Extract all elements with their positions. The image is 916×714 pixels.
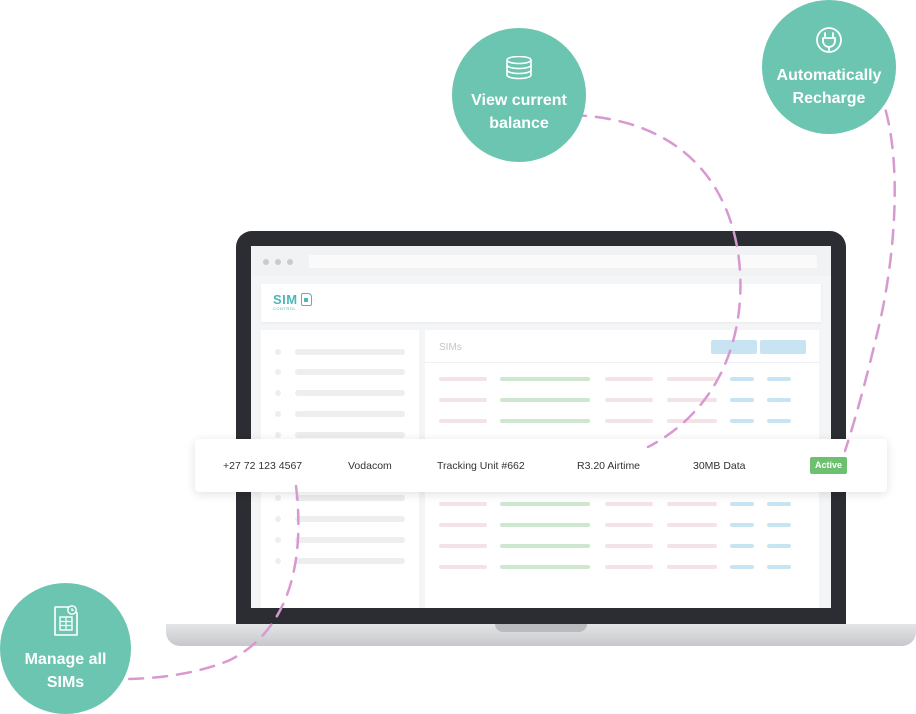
laptop-screen: SIM CONTROL SIMs bbox=[251, 246, 831, 608]
logo-subtext: CONTROL bbox=[273, 306, 297, 311]
sidebar-item-label bbox=[295, 516, 405, 522]
table-cell-placeholder bbox=[767, 502, 791, 506]
table-cell-placeholder bbox=[605, 565, 653, 569]
coins-icon bbox=[504, 55, 534, 85]
table-cell-placeholder bbox=[667, 544, 717, 548]
sidebar-item-label bbox=[295, 432, 405, 438]
table-cell-placeholder bbox=[605, 544, 653, 548]
table-cell-placeholder bbox=[500, 523, 590, 527]
panel-title: SIMs bbox=[439, 342, 462, 353]
browser-bar bbox=[251, 246, 831, 276]
balance-callout: View current balance bbox=[452, 28, 586, 162]
table-cell-placeholder bbox=[439, 544, 487, 548]
table-cell-placeholder bbox=[767, 565, 791, 569]
window-dot bbox=[263, 259, 269, 265]
table-cell-placeholder bbox=[605, 398, 653, 402]
sim-data: 30MB Data bbox=[693, 460, 746, 472]
sidebar-item-label bbox=[295, 558, 405, 564]
sidebar-item-label bbox=[295, 495, 405, 501]
table-cell-placeholder bbox=[500, 419, 590, 423]
table-cell-placeholder bbox=[730, 419, 754, 423]
app-header: SIM CONTROL bbox=[261, 284, 821, 322]
sidebar-item-icon bbox=[275, 516, 281, 522]
table-cell-placeholder bbox=[767, 398, 791, 402]
panel-divider bbox=[425, 362, 819, 363]
table-cell-placeholder bbox=[767, 523, 791, 527]
table-cell-placeholder bbox=[605, 523, 653, 527]
sim-control-logo[interactable]: SIM CONTROL bbox=[273, 292, 312, 311]
table-cell-placeholder bbox=[730, 523, 754, 527]
recharge-callout-label: Automatically Recharge bbox=[776, 66, 882, 107]
panel-action-button[interactable] bbox=[760, 340, 806, 354]
table-cell-placeholder bbox=[605, 502, 653, 506]
table-cell-placeholder bbox=[767, 419, 791, 423]
table-cell-placeholder bbox=[605, 377, 653, 381]
sidebar-item-icon bbox=[275, 495, 281, 501]
table-cell-placeholder bbox=[667, 565, 717, 569]
table-cell-placeholder bbox=[667, 419, 717, 423]
table-cell-placeholder bbox=[667, 398, 717, 402]
table-cell-placeholder bbox=[605, 419, 653, 423]
sidebar-item-label bbox=[295, 390, 405, 396]
sim-row-highlight[interactable]: +27 72 123 4567 Vodacom Tracking Unit #6… bbox=[195, 439, 887, 492]
table-cell-placeholder bbox=[730, 544, 754, 548]
table-cell-placeholder bbox=[500, 544, 590, 548]
balance-callout-label: View current balance bbox=[471, 91, 567, 132]
panel-action-button[interactable] bbox=[711, 340, 757, 354]
sim-card-icon bbox=[300, 293, 312, 306]
window-dot bbox=[287, 259, 293, 265]
recharge-connector bbox=[843, 86, 896, 453]
plug-icon bbox=[814, 25, 844, 60]
sim-card-icon bbox=[51, 603, 81, 644]
sidebar-item-icon bbox=[275, 558, 281, 564]
manage-callout-label: Manage all SIMs bbox=[24, 651, 107, 691]
manage-callout: Manage all SIMs bbox=[0, 583, 131, 714]
table-cell-placeholder bbox=[439, 502, 487, 506]
table-cell-placeholder bbox=[667, 523, 717, 527]
sidebar-item-label bbox=[295, 537, 405, 543]
table-cell-placeholder bbox=[730, 565, 754, 569]
table-cell-placeholder bbox=[767, 544, 791, 548]
sidebar-item-label bbox=[295, 411, 405, 417]
sidebar-item-icon bbox=[275, 411, 281, 417]
sim-name: Tracking Unit #662 bbox=[437, 460, 525, 472]
sidebar-item-icon bbox=[275, 432, 281, 438]
status-badge: Active bbox=[810, 457, 848, 474]
table-cell-placeholder bbox=[439, 419, 487, 423]
table-cell-placeholder bbox=[439, 523, 487, 527]
table-cell-placeholder bbox=[767, 377, 791, 381]
sim-airtime: R3.20 Airtime bbox=[577, 460, 641, 472]
table-cell-placeholder bbox=[730, 398, 754, 402]
laptop-notch bbox=[495, 624, 587, 632]
table-cell-placeholder bbox=[730, 377, 754, 381]
sidebar-item-label bbox=[295, 349, 405, 355]
sim-number: +27 72 123 4567 bbox=[223, 460, 303, 472]
sidebar-item-icon bbox=[275, 390, 281, 396]
table-cell-placeholder bbox=[439, 377, 487, 381]
logo-text: SIM bbox=[273, 292, 298, 307]
sim-network: Vodacom bbox=[348, 460, 392, 472]
table-cell-placeholder bbox=[730, 502, 754, 506]
table-cell-placeholder bbox=[500, 502, 590, 506]
table-cell-placeholder bbox=[500, 377, 590, 381]
sidebar-item-icon bbox=[275, 349, 281, 355]
table-cell-placeholder bbox=[500, 565, 590, 569]
address-bar[interactable] bbox=[309, 255, 817, 268]
window-dot bbox=[275, 259, 281, 265]
laptop-base bbox=[166, 624, 916, 646]
table-cell-placeholder bbox=[500, 398, 590, 402]
sidebar-item-icon bbox=[275, 369, 281, 375]
sidebar-item-icon bbox=[275, 537, 281, 543]
table-cell-placeholder bbox=[667, 502, 717, 506]
recharge-callout: Automatically Recharge bbox=[762, 0, 896, 134]
table-cell-placeholder bbox=[439, 398, 487, 402]
sidebar-item-label bbox=[295, 369, 405, 375]
table-cell-placeholder bbox=[439, 565, 487, 569]
table-cell-placeholder bbox=[667, 377, 717, 381]
